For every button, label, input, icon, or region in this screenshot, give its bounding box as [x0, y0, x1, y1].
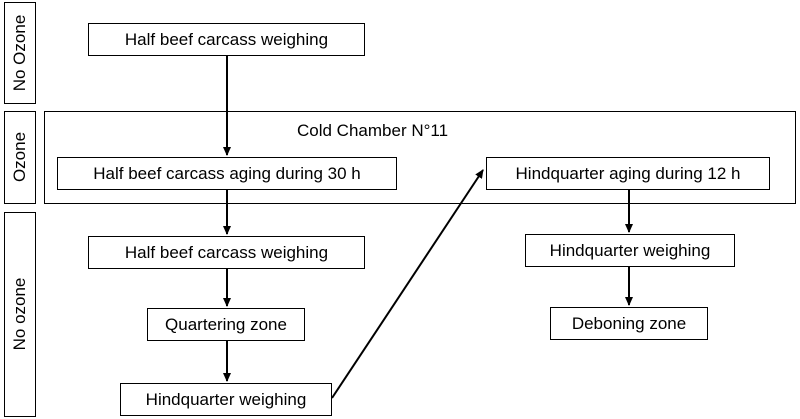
step-half-carcass-weighing-2: Half beef carcass weighing [88, 236, 365, 269]
zone-bar-no-ozone-bottom [4, 212, 36, 417]
step-quartering-zone: Quartering zone [147, 308, 305, 341]
zone-bar-ozone [4, 111, 36, 204]
step-hindquarter-weighing-1: Hindquarter weighing [120, 383, 332, 416]
step-half-carcass-aging: Half beef carcass aging during 30 h [57, 157, 397, 190]
step-hindquarter-aging: Hindquarter aging during 12 h [486, 157, 770, 190]
step-deboning-zone: Deboning zone [550, 307, 708, 340]
arrow-hindweigh-to-hindaging [331, 169, 484, 399]
cold-chamber-label: Cold Chamber N°11 [297, 121, 449, 140]
step-half-carcass-weighing-1: Half beef carcass weighing [88, 23, 365, 56]
zone-bar-no-ozone-top [4, 2, 36, 104]
step-hindquarter-weighing-2: Hindquarter weighing [525, 234, 735, 267]
